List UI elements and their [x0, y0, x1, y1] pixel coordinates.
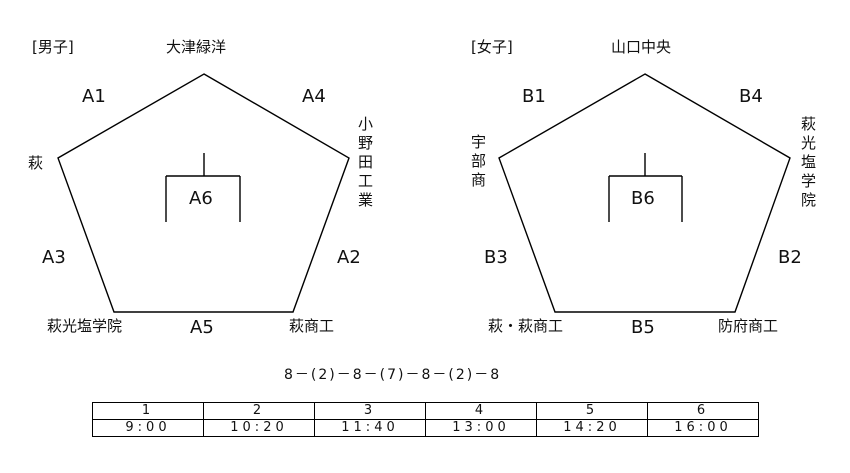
match-number-cell: 1 [92, 402, 204, 420]
men-team-bottom-right: 萩商工 [289, 317, 335, 335]
men-section-label: [男子] [32, 38, 74, 56]
men-final-bracket [165, 153, 241, 222]
timetable-times-row: 9:00 10:20 11:40 13:00 14:20 16:00 [92, 419, 759, 437]
men-team-bottom-left: 萩光塩学院 [47, 317, 123, 335]
women-final-bracket [608, 153, 683, 222]
timetable: 1 2 3 4 5 6 9:00 10:20 11:40 13:00 14:20… [92, 402, 759, 437]
match-b6: B6 [631, 188, 655, 209]
match-number-cell: 3 [314, 402, 426, 420]
men-team-left: 萩 [28, 154, 44, 172]
match-a6: A6 [189, 188, 213, 209]
men-pentagon [57, 73, 350, 313]
start-time-cell: 9:00 [92, 419, 204, 437]
match-b1: B1 [522, 86, 546, 107]
match-a5: A5 [190, 317, 214, 338]
match-number-cell: 6 [647, 402, 759, 420]
start-time-cell: 10:20 [203, 419, 315, 437]
match-a4: A4 [302, 86, 326, 107]
women-section-label: [女子] [471, 38, 513, 56]
match-number-cell: 2 [203, 402, 315, 420]
match-b5: B5 [631, 317, 655, 338]
start-time-cell: 16:00 [647, 419, 759, 437]
women-pentagon [498, 73, 791, 313]
start-time-cell: 14:20 [536, 419, 648, 437]
men-team-top: 大津緑洋 [166, 38, 227, 56]
women-team-left: 宇部商 [469, 134, 487, 191]
match-a3: A3 [42, 247, 66, 268]
match-b4: B4 [739, 86, 763, 107]
match-number-cell: 4 [425, 402, 537, 420]
women-team-bottom-right: 防府商工 [718, 317, 779, 335]
match-a2: A2 [337, 247, 361, 268]
match-number-cell: 5 [536, 402, 648, 420]
start-time-cell: 13:00 [425, 419, 537, 437]
women-team-right: 萩光塩学院 [799, 116, 817, 211]
start-time-cell: 11:40 [314, 419, 426, 437]
schedule-note: 8－(2)－8－(7)－8－(2)－8 [284, 367, 502, 383]
men-team-right: 小野田工業 [356, 116, 374, 211]
match-b3: B3 [484, 247, 508, 268]
timetable-numbers-row: 1 2 3 4 5 6 [92, 402, 759, 420]
women-team-top: 山口中央 [611, 38, 672, 56]
women-team-bottom-left: 萩・萩商工 [488, 317, 564, 335]
match-a1: A1 [82, 86, 106, 107]
match-b2: B2 [778, 247, 802, 268]
